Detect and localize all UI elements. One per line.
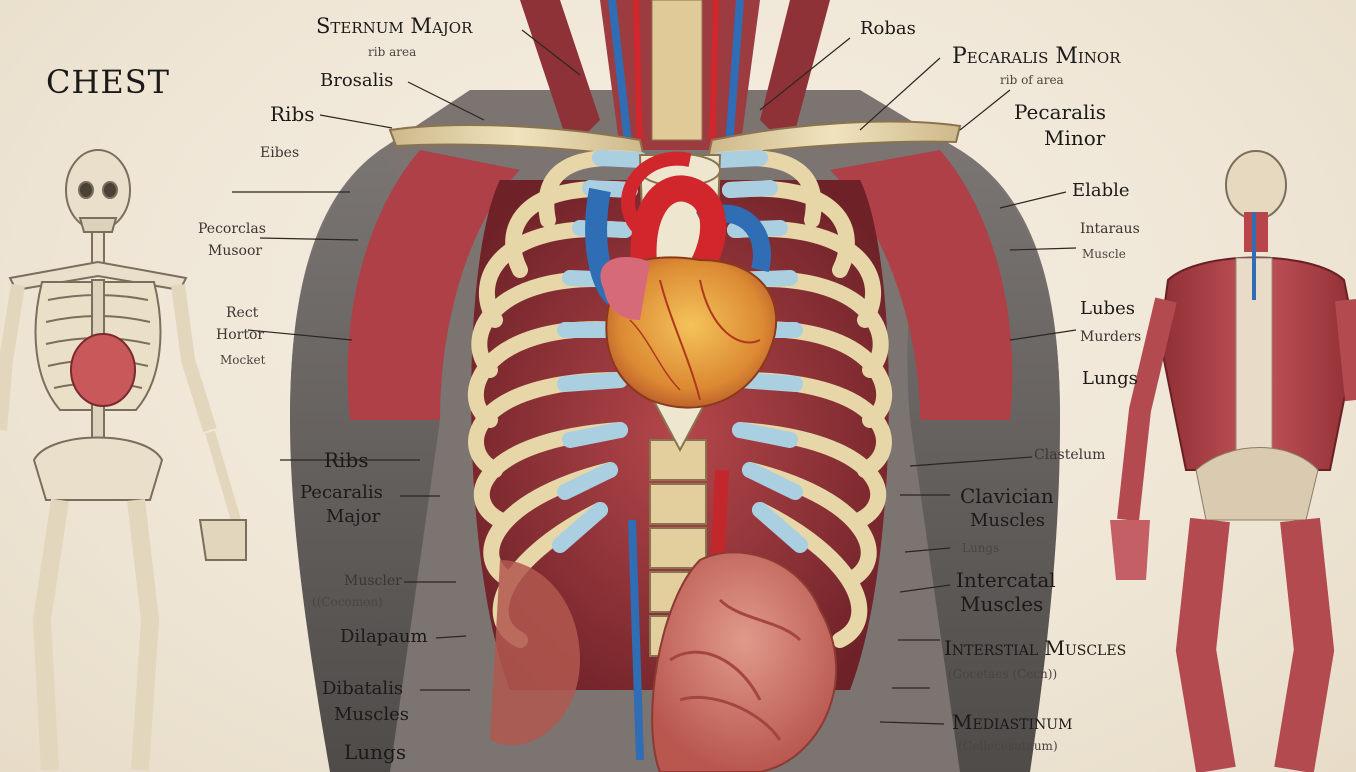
label-lungs-small: Lungs	[962, 541, 1000, 555]
label-muscler-2: ((Cocomon)	[312, 595, 383, 609]
label-dibatalis-2: Muscles	[334, 704, 409, 725]
label-rect-1: Rect	[226, 305, 259, 321]
label-pecaralis-major-1: Pecaralis	[300, 482, 383, 503]
label-clastelum: Clastelum	[1034, 447, 1106, 463]
diagram-title: CHEST	[46, 63, 171, 101]
label-interstial: Interstial Muscles	[944, 636, 1127, 660]
label-sternum-major: Sternum Major	[316, 14, 473, 38]
label-rect-2: Hortor	[216, 327, 265, 343]
label-mediastinum: Mediastinum	[952, 710, 1073, 734]
label-intercatal-2: Muscles	[960, 592, 1044, 616]
label-pecaralis-minor-1: Pecaralis	[1014, 100, 1107, 124]
label-lungs-left: Lungs	[344, 740, 407, 764]
label-rib-of-area: rib of area	[1000, 73, 1064, 87]
heart	[585, 151, 778, 409]
label-intercatal-1: Intercatal	[956, 568, 1056, 592]
label-elable: Elable	[1072, 180, 1130, 201]
vena-cava	[628, 519, 644, 761]
label-eibes: Eibes	[260, 145, 300, 161]
label-pecaralis-major-2: Major	[326, 506, 381, 527]
label-pecaralis-minor-top: Pecaralis Minor	[952, 44, 1121, 69]
label-pecoralis-2: Musoor	[208, 243, 263, 259]
leader-lines	[232, 29, 1077, 725]
label-dibatalis-1: Dibatalis	[322, 678, 404, 699]
label-lungs-right: Lungs	[1082, 368, 1138, 389]
label-pecaralis-minor-2: Minor	[1044, 126, 1106, 150]
label-robas: Robas	[860, 18, 916, 39]
abdominal-organs	[490, 551, 837, 772]
label-interstial-sub: (Gocetaes (Cecn))	[948, 667, 1058, 681]
muscle-figure-back	[1110, 150, 1356, 772]
label-rect-3: Mocket	[220, 353, 266, 367]
label-clavician-2: Muscles	[970, 510, 1045, 531]
label-rib-area: rib area	[368, 45, 417, 59]
label-clavician-1: Clavician	[960, 484, 1054, 508]
label-murders: Murders	[1080, 329, 1142, 345]
label-intaraus-1: Intaraus	[1080, 221, 1140, 237]
label-intaraus-2: Muscle	[1082, 247, 1126, 261]
label-brosalis: Brosalis	[320, 70, 394, 91]
label-pecoralis-1: Pecorclas	[198, 221, 266, 237]
label-lubes: Lubes	[1080, 298, 1135, 319]
label-ribs-mid: Ribs	[324, 448, 369, 472]
skeleton-figure	[0, 149, 247, 771]
label-mediastinum-sub: (Gellecesutaum)	[958, 739, 1058, 753]
label-muscler-1: Muscler	[344, 573, 402, 589]
label-dilapaum: Dilapaum	[340, 626, 428, 647]
label-ribs-top: Ribs	[270, 102, 315, 126]
